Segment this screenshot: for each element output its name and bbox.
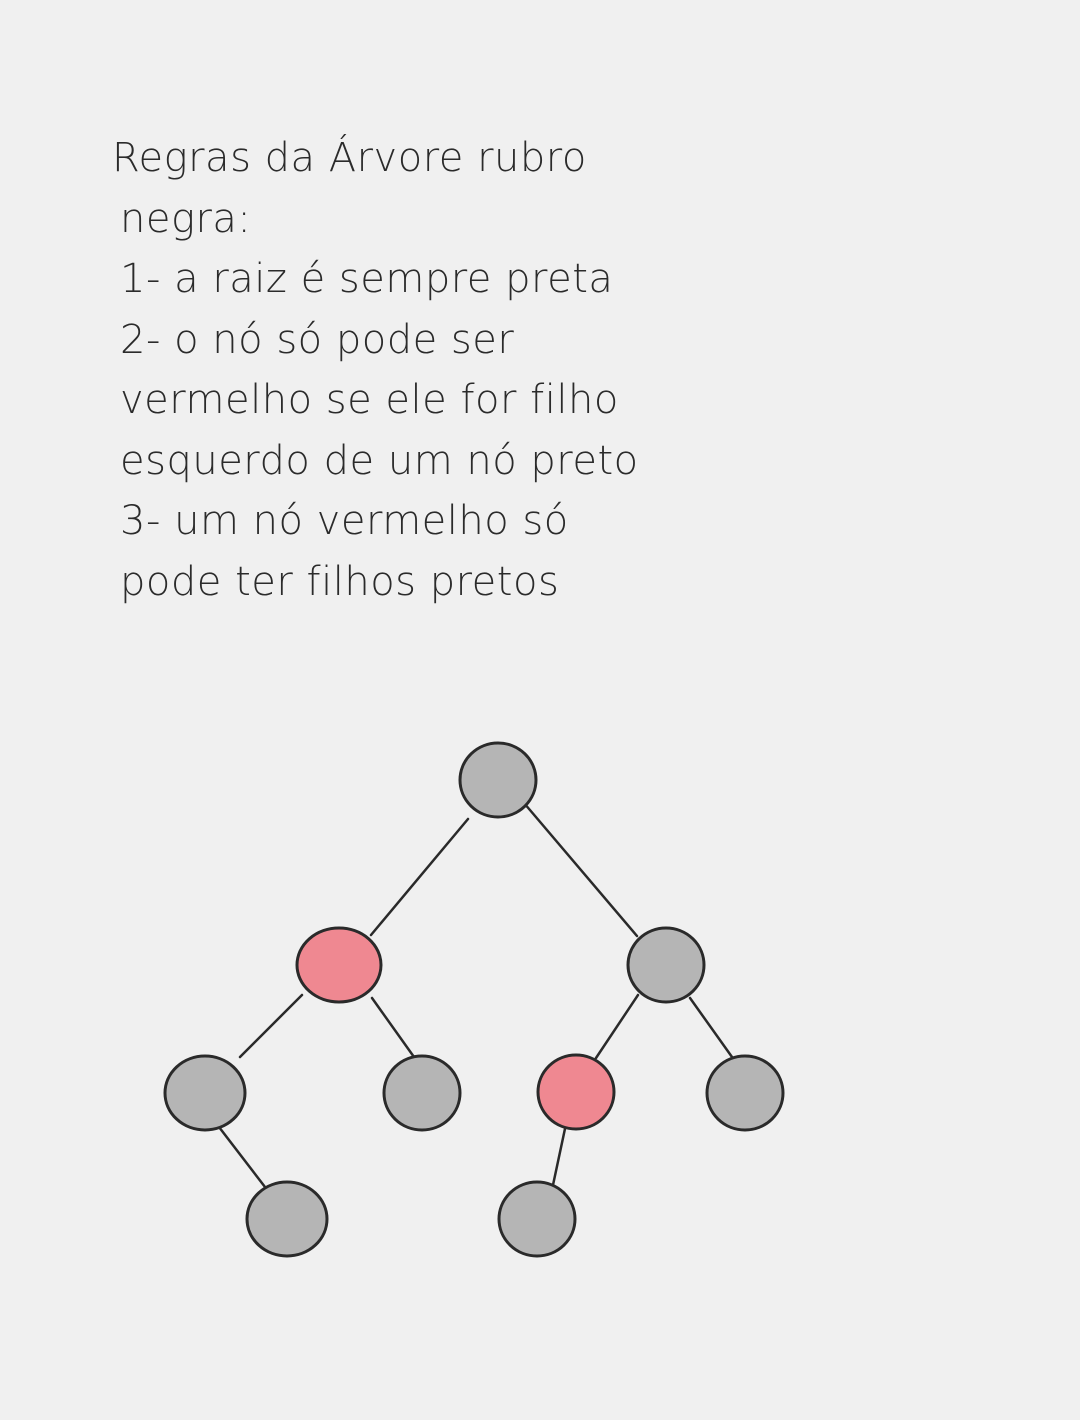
tree-nodes (163, 741, 785, 1258)
node-root-black (458, 741, 538, 819)
rules-title-line-2: negra: (120, 195, 252, 242)
edge-right-left-to-right-left-left (551, 1122, 568, 1187)
edge-right-to-right-left (594, 993, 640, 1060)
edge-root-to-left (369, 817, 470, 937)
rules-text: Regras da Árvore rubro negra: 1- a raiz … (112, 128, 712, 612)
rule-3-line-1: 3- um nó vermelho só (120, 498, 569, 544)
rule-2-line-3: esquerdo de um nó preto (120, 437, 639, 484)
node-left-left-black (163, 1054, 247, 1132)
node-left-left-right-black (245, 1180, 329, 1258)
edge-left-to-left-right (370, 996, 416, 1059)
tree-edges (217, 801, 734, 1189)
node-right-right-black (705, 1054, 785, 1132)
edge-right-to-right-right (688, 996, 734, 1059)
edge-left-left-to-left-left-right (217, 1125, 267, 1189)
edge-left-to-left-left (238, 993, 304, 1059)
node-left-red (295, 926, 383, 1004)
edge-root-to-right (522, 801, 639, 938)
rule-2-line-1: 2- o nó só pode ser (120, 316, 515, 363)
node-right-left-left-black (497, 1180, 577, 1258)
node-left-right-black (382, 1054, 462, 1132)
rule-3-line-2: pode ter filhos pretos (120, 558, 560, 605)
rules-title-line-1: Regras da Árvore rubro (112, 135, 587, 181)
node-right-black (626, 926, 706, 1004)
rule-2-line-2: vermelho se ele for filho (120, 377, 619, 423)
node-right-left-red (536, 1053, 616, 1131)
rule-1: 1- a raiz é sempre preta (120, 256, 614, 302)
